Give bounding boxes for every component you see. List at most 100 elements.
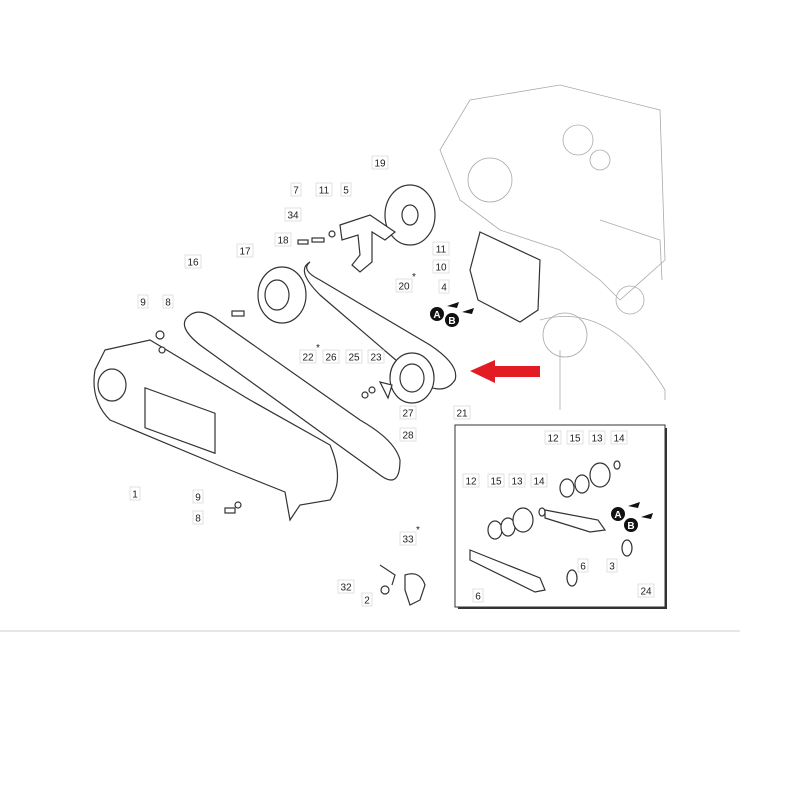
callout-box [588,430,606,445]
callout-box [367,349,385,364]
callout-10: 10 [432,259,450,274]
callout-box [637,583,655,598]
callout-14: 14 [610,430,628,445]
callout-box [462,473,480,488]
callout-number: 4 [441,283,447,294]
callout-number: 18 [277,236,289,247]
callout-number: 9 [195,493,201,504]
callout-number: 25 [348,353,360,364]
callout-number: 21 [456,409,468,420]
arrow-icon [462,308,474,314]
callout-26: 26 [322,349,340,364]
callout-box [361,592,373,607]
callout-box [162,294,174,309]
small-hardware [155,230,426,606]
inset-parts [469,460,633,593]
callout-box [399,531,417,546]
callout-13: 13 [588,430,606,445]
callout-15: 15 [487,473,505,488]
callout-5: 5 [340,182,352,197]
callout-box [340,182,352,197]
callout-4: 4 [438,279,450,294]
callout-number: 13 [591,434,603,445]
callout-8: 8 [192,510,204,525]
callout-9: 9 [192,489,204,504]
callout-box [610,430,628,445]
callout-box [337,579,355,594]
callout-box [577,558,589,573]
callout-box [395,278,413,293]
callout-number: 1 [132,490,138,501]
callout-box [432,259,450,274]
callout-22: 22* [299,343,320,364]
callout-box [371,155,389,170]
callout-11: 11 [315,182,333,197]
callout-box [192,510,204,525]
callout-box [399,427,417,442]
callout-number: 6 [475,592,481,603]
callout-box [399,405,417,420]
callout-number: 15 [569,434,581,445]
callout-18: 18 [274,232,292,247]
svg-text:B: B [448,316,455,327]
callout-number: 10 [435,263,447,274]
callout-19: 19 [371,155,389,170]
connection-marker-A: A [430,302,459,321]
callout-12: 12 [462,473,480,488]
callout-number: 8 [165,298,171,309]
callout-box [432,241,450,256]
callout-13: 13 [508,473,526,488]
star-mark: * [416,525,420,536]
callout-box [315,182,333,197]
callout-number: 23 [370,353,382,364]
callout-6: 6 [472,588,484,603]
callout-number: 33 [402,535,414,546]
callout-number: 6 [580,562,586,573]
pulley-21 [389,352,435,404]
star-mark: * [412,272,416,283]
callout-8: 8 [162,294,174,309]
svg-text:B: B [627,521,634,532]
callout-number: 19 [374,159,386,170]
pulley-17 [257,266,307,324]
arrow-icon [628,502,640,508]
callout-number: 12 [547,434,559,445]
callout-number: 14 [613,434,625,445]
callout-number: 11 [436,245,447,256]
pulley-19 [384,184,436,246]
callout-number: 7 [293,186,299,197]
connection-marker-B: B [624,513,653,532]
callout-15: 15 [566,430,584,445]
callout-number: 17 [239,247,251,258]
callout-number: 34 [287,211,299,222]
callout-box [274,232,292,247]
callout-number: 8 [195,514,201,525]
bracket-5 [339,214,397,273]
callout-number: 26 [325,353,337,364]
callout-7: 7 [290,182,302,197]
callout-34: 34 [284,207,302,222]
callout-box [322,349,340,364]
callout-box [284,207,302,222]
callout-16: 16 [184,254,202,269]
callout-6: 6 [577,558,589,573]
callout-number: 27 [402,409,414,420]
callout-2: 2 [361,592,373,607]
svg-text:A: A [614,510,621,521]
callout-box [184,254,202,269]
callout-12: 12 [544,430,562,445]
callout-24: 24 [637,583,655,598]
callout-11: 11 [432,241,450,256]
callout-9: 9 [137,294,149,309]
callout-number: 9 [140,298,146,309]
cover-label-plate [144,386,216,455]
callout-28: 28 [399,427,417,442]
callout-33: 33* [399,525,420,546]
callout-number: 5 [343,186,349,197]
callout-box [299,349,317,364]
callout-box [290,182,302,197]
arrow-icon [447,302,459,308]
callout-27: 27 [399,405,417,420]
callout-box [438,279,450,294]
